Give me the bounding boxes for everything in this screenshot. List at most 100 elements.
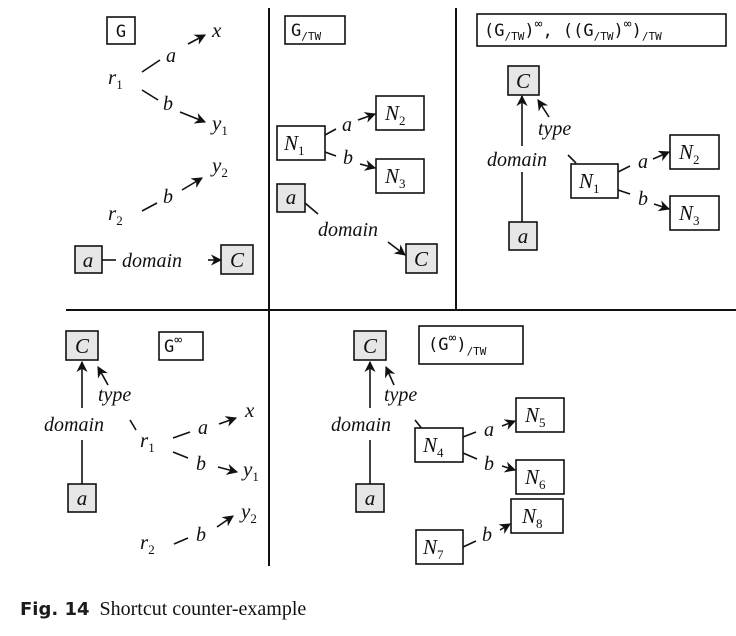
node-r1: r1	[108, 65, 123, 92]
edge-r2-b-seg1	[141, 202, 158, 212]
node-n3-box	[375, 158, 425, 194]
edge-r2-b-seg2	[216, 515, 234, 528]
node-a: a	[77, 486, 88, 510]
panel-g-inf-title-box	[158, 331, 204, 361]
figure-caption: Fig. 14 Shortcut counter-example	[20, 598, 306, 622]
node-n4: N4	[422, 433, 444, 460]
node-n3-box	[669, 195, 720, 231]
edge-r2-b-seg2	[181, 177, 203, 191]
node-n3: N3	[384, 164, 406, 191]
node-y1: y1	[210, 111, 228, 138]
node-n6-box	[515, 459, 565, 495]
edge-domain-seg	[567, 154, 577, 164]
edge-r1-b-seg2	[217, 464, 239, 475]
node-c: C	[230, 248, 245, 272]
node-n4-box	[414, 427, 464, 463]
panel-g-title-box	[106, 16, 136, 45]
panel-g-tw-title: G/TW	[291, 21, 321, 43]
panel-g: G r1 x y1 y2 r2 a b b a domain C	[74, 16, 254, 275]
panel-g-tw: G/TW N1 N2 N3 a b a domain C	[276, 15, 438, 274]
node-c: C	[363, 334, 378, 358]
edge-label-domain: domain	[44, 414, 104, 436]
edge-r2-b-seg1	[173, 537, 189, 545]
edge-domain-seg1	[304, 202, 319, 215]
edge-label-a: a	[166, 45, 176, 67]
edge-n7-b-seg2	[498, 523, 511, 534]
panel-g-tw-title-box	[284, 15, 346, 45]
figure-caption-text: Shortcut counter-example	[99, 598, 307, 620]
node-a-box	[276, 183, 306, 213]
node-n5-box	[515, 397, 565, 433]
node-c: C	[516, 69, 531, 93]
edge-n7-b-seg1	[462, 540, 477, 548]
edge-label-domain: domain	[487, 149, 547, 171]
node-n7: N7	[422, 535, 444, 562]
edge-type-seg1	[97, 366, 109, 386]
edge-label-type: type	[384, 384, 417, 406]
panel-g-inf-tw-title: (G∞)/TW	[428, 331, 487, 358]
edge-label-b: b	[343, 147, 353, 169]
node-a: a	[518, 224, 529, 248]
node-n6: N6	[524, 465, 546, 492]
node-n2: N2	[384, 101, 406, 128]
edge-label-domain: domain	[122, 250, 182, 272]
edge-label-a: a	[484, 419, 494, 441]
node-r2: r2	[140, 530, 155, 557]
edge-label-b1: b	[484, 453, 494, 475]
edge-n4-b1-seg1	[462, 452, 478, 460]
edge-n4-a-seg2	[501, 419, 517, 430]
node-y2: y2	[239, 499, 257, 526]
edge-r1-b-seg1	[172, 451, 189, 459]
edge-n1-a-seg2	[652, 150, 671, 162]
node-a-box	[508, 221, 538, 251]
node-y2: y2	[210, 153, 228, 180]
node-n1: N1	[578, 169, 600, 196]
edge-r1-a-seg2	[187, 34, 206, 45]
panel-g-inf: G∞ C type domain a r1 x y1 y2 r2 a b b	[44, 330, 259, 557]
edge-n1-b-seg2	[653, 200, 671, 212]
edge-label-b1: b	[163, 93, 173, 115]
edge-label-b2: b	[196, 524, 206, 546]
node-n2: N2	[678, 140, 700, 167]
node-c: C	[75, 334, 90, 358]
node-a: a	[286, 185, 297, 209]
node-a-box	[355, 483, 385, 513]
node-n8-box	[510, 498, 564, 534]
node-c: C	[414, 247, 429, 271]
edge-r1-a-seg1	[141, 59, 161, 73]
panel-g-title: G	[116, 22, 126, 42]
figure-number: Fig. 14	[20, 599, 90, 620]
edge-label-b2: b	[163, 186, 173, 208]
panel-g-inf-title: G∞	[164, 333, 182, 357]
node-c-box	[65, 330, 99, 361]
node-c-box	[353, 330, 387, 361]
node-c-box	[507, 65, 540, 96]
edge-n1-b-seg1	[617, 189, 631, 195]
node-n1: N1	[283, 131, 305, 158]
edge-n1-a-seg1	[324, 128, 337, 136]
edge-domain-seg2	[387, 241, 406, 256]
node-n8: N8	[521, 504, 543, 531]
edge-n1-a-seg2	[357, 112, 377, 123]
node-a: a	[365, 486, 376, 510]
panel-g-tw-inf-title: (G/TW)∞, ((G/TW)∞)/TW	[484, 17, 662, 43]
edge-n1-a-seg1	[617, 165, 631, 173]
edge-r1-a-seg2	[218, 416, 238, 427]
edge-label-a: a	[342, 114, 352, 136]
node-r2: r2	[108, 201, 123, 228]
edge-label-domain: domain	[331, 414, 391, 436]
edge-type-seg1	[384, 365, 396, 386]
edge-domain-seg	[129, 419, 137, 431]
node-a: a	[83, 248, 94, 272]
edge-label-b1: b	[196, 453, 206, 475]
node-a-box	[74, 245, 103, 274]
panel-g-tw-inf: (G/TW)∞, ((G/TW)∞)/TW C type domain a N1…	[476, 13, 727, 251]
edge-type-seg1	[537, 99, 550, 118]
edge-label-a: a	[638, 151, 648, 173]
edge-r1-b-seg1	[141, 89, 159, 101]
node-y1: y1	[241, 457, 259, 484]
node-c-box	[220, 244, 254, 275]
edge-label-b: b	[638, 188, 648, 210]
node-x: x	[211, 18, 222, 42]
